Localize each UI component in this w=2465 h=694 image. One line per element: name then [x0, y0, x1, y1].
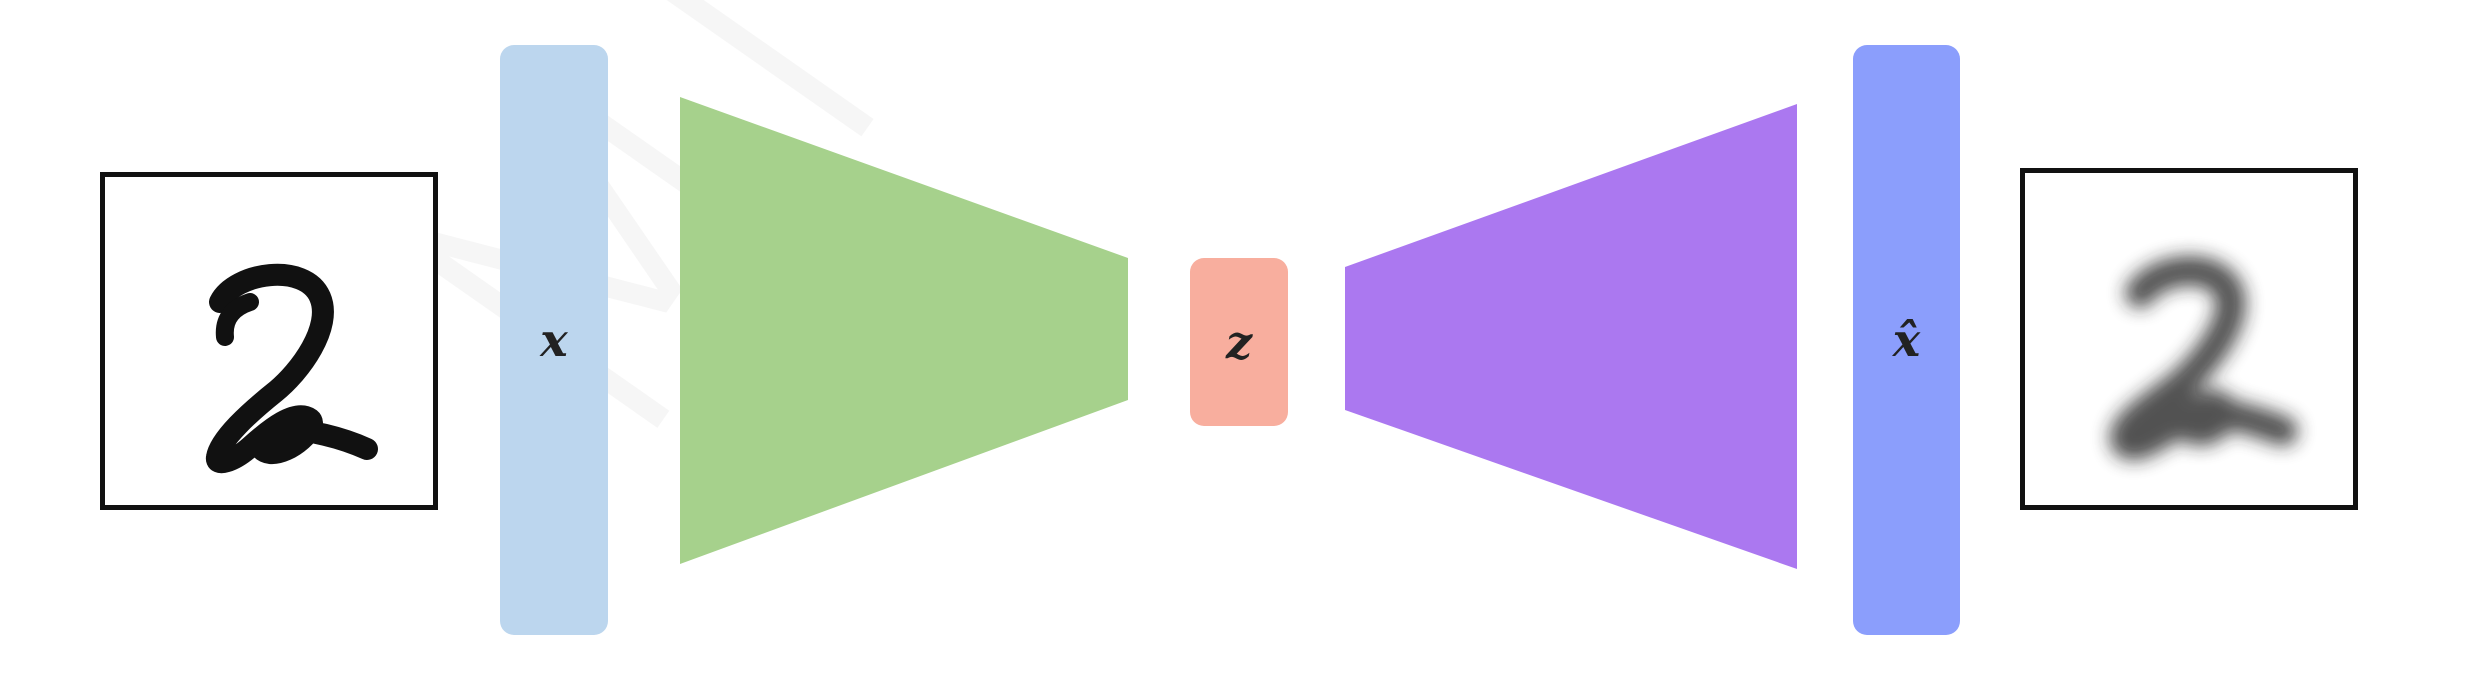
latent-label: z — [1225, 315, 1253, 369]
input-image-frame — [100, 172, 438, 510]
latent-code-z: z — [1190, 258, 1288, 426]
decoder-trapezoid — [1345, 104, 1797, 569]
input-label: x — [540, 313, 568, 367]
output-digit-icon — [2109, 255, 2298, 460]
output-label: x̂ — [1892, 313, 1921, 367]
encoder-trapezoid — [680, 97, 1128, 564]
input-digit-icon — [206, 263, 378, 474]
output-image-frame — [2020, 168, 2358, 510]
input-layer-x: x — [500, 45, 608, 635]
output-layer-x-hat: x̂ — [1853, 45, 1960, 635]
